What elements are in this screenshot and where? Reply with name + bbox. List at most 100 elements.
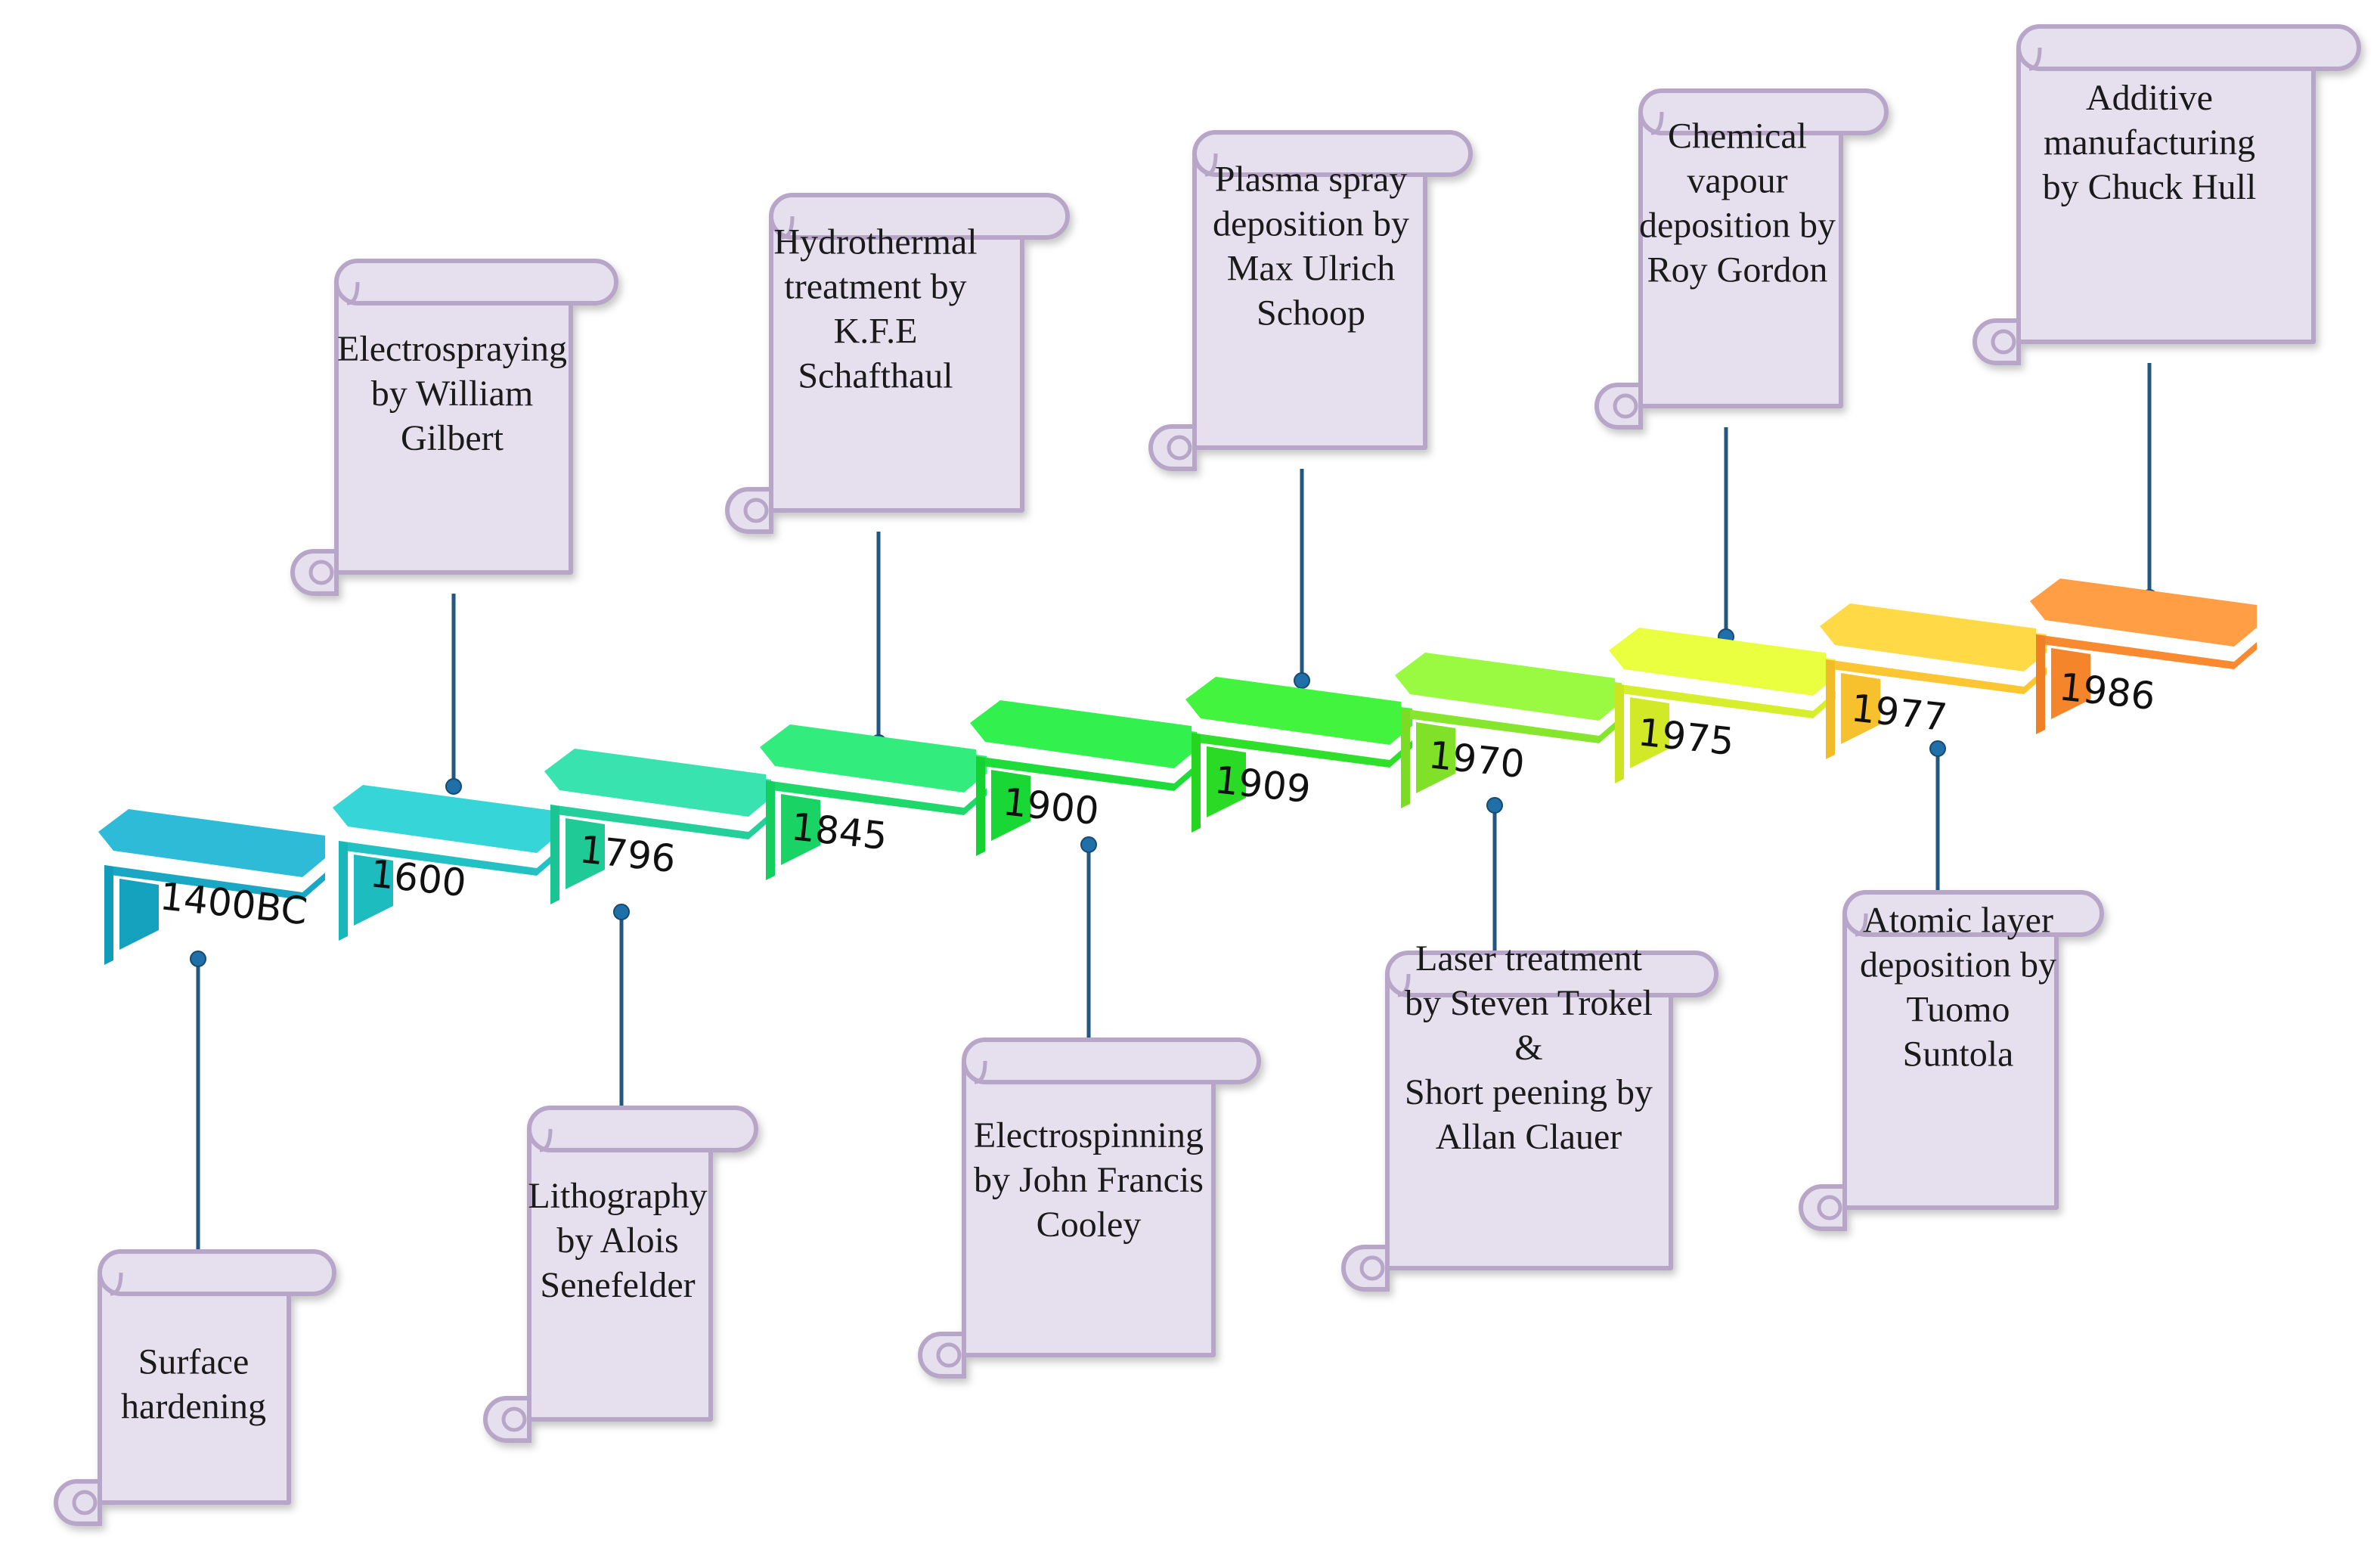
segment-top-face (760, 724, 987, 792)
scroll-description-line: vapour (1687, 161, 1787, 201)
timeline-segment-10: 1986 (2030, 578, 2257, 734)
segment-stripe (976, 744, 1197, 780)
segment-front-tab (1416, 722, 1455, 793)
scroll-bottom-curl (936, 1342, 962, 1368)
year-label: 1977 (1849, 686, 1950, 740)
segment-lower-strip (339, 841, 559, 876)
scroll-bottom-roll (1594, 383, 1643, 430)
scroll-top-roll (769, 193, 1070, 240)
scroll-top-curl (110, 1272, 123, 1296)
segment-stripe (104, 853, 325, 889)
segment-top-face (1820, 603, 2047, 671)
connector-4 (870, 532, 887, 751)
scroll-bottom-roll (918, 1332, 966, 1379)
scroll-top-roll (334, 259, 618, 306)
scroll-top-roll (1192, 130, 1473, 177)
scroll-top-roll (962, 1037, 1261, 1084)
scroll-description-line: by Alois (556, 1220, 678, 1261)
segment-lower-strip (1401, 709, 1622, 743)
scroll-bottom-roll (725, 487, 773, 534)
scroll-description-line: Schafthaul (798, 356, 953, 396)
segment-stripe (1401, 696, 1622, 733)
connector-3 (613, 904, 630, 1108)
scroll-description-line: Schoop (1257, 293, 1365, 333)
segment-front-edge (550, 805, 559, 904)
scroll-bottom-curl (1613, 393, 1638, 419)
scroll-top-curl (1650, 111, 1664, 135)
segment-lower-strip (2036, 634, 2257, 669)
connector-dot (445, 778, 462, 795)
timeline-segment-3: 1796 (544, 749, 771, 904)
year-label: 1600 (368, 851, 469, 905)
segment-top-face (1185, 677, 1412, 745)
segment-front-tab (119, 879, 159, 950)
scroll-description-line: manufacturing (2044, 123, 2255, 163)
connector-9 (1929, 740, 1946, 892)
segment-stripe (1826, 647, 2047, 684)
connector-dot (1080, 836, 1097, 853)
scroll-top-roll (1842, 890, 2104, 937)
scroll-description-line: K.F.E (834, 312, 918, 352)
segment-top-face (970, 700, 1197, 768)
connector-dot (613, 904, 630, 920)
scroll-top-curl (2028, 47, 2042, 71)
scroll-bottom-curl (1167, 435, 1192, 461)
year-label: 1845 (789, 805, 890, 858)
scroll-bottom-roll (1148, 424, 1197, 471)
scroll-bottom-curl (1991, 329, 2016, 355)
scroll-description-line: deposition by (1213, 204, 1409, 244)
scroll-bottom-curl (501, 1407, 527, 1432)
scroll-description-line: Electrospinning (974, 1115, 1204, 1155)
scroll-description-line: Senefelder (540, 1265, 695, 1305)
year-label: 1986 (2057, 665, 2158, 718)
scroll-top-roll (527, 1106, 758, 1152)
segment-front-edge (1192, 733, 1201, 833)
timeline-segment-5: 1900 (970, 700, 1197, 856)
scroll-card-2 (290, 259, 618, 596)
scroll-description-line: by William (371, 374, 534, 414)
scroll-card-7 (1341, 951, 1718, 1292)
segment-top-face (544, 749, 771, 817)
scroll-card-10 (1972, 24, 2361, 365)
scroll-description-line: Chemical (1668, 116, 1807, 157)
scroll-bottom-roll (1799, 1184, 1847, 1231)
connector-7 (1486, 797, 1503, 953)
scroll-description-line: deposition by (1860, 945, 2056, 985)
segment-front-edge (1401, 709, 1410, 808)
segment-lower-strip (1192, 733, 1412, 768)
segment-front-edge (339, 841, 348, 941)
scroll-top-curl (974, 1060, 987, 1084)
scroll-card-8 (1594, 88, 1889, 430)
scroll-card-1 (54, 1249, 336, 1526)
scroll-description-line: Laser treatment (1415, 938, 1643, 979)
segment-top-face (333, 785, 559, 853)
scroll-top-roll (98, 1249, 336, 1296)
timeline-segment-9: 1977 (1820, 603, 2047, 759)
scroll-card-6 (1148, 130, 1473, 471)
segment-front-tab (991, 770, 1030, 841)
scroll-description-line: hardening (121, 1387, 266, 1427)
scroll-bottom-curl (1817, 1195, 1842, 1220)
scroll-bottom-roll (483, 1396, 531, 1443)
scroll-description-line: treatment by (784, 267, 966, 307)
timeline-segment-2: 1600 (333, 785, 559, 941)
connector-dot (1294, 672, 1310, 689)
connector-6 (1294, 469, 1310, 689)
scroll-top-roll (1385, 951, 1718, 997)
scroll-card-4 (725, 193, 1070, 534)
scroll-top-curl (539, 1128, 553, 1152)
year-label: 1796 (578, 827, 678, 881)
segment-front-tab (1207, 746, 1246, 817)
scroll-description-line: Roy Gordon (1647, 250, 1828, 290)
year-label: 1975 (1636, 710, 1737, 764)
scroll-description-line: by Steven Trokel (1405, 983, 1653, 1023)
scroll-description-line: Plasma spray (1215, 160, 1408, 200)
